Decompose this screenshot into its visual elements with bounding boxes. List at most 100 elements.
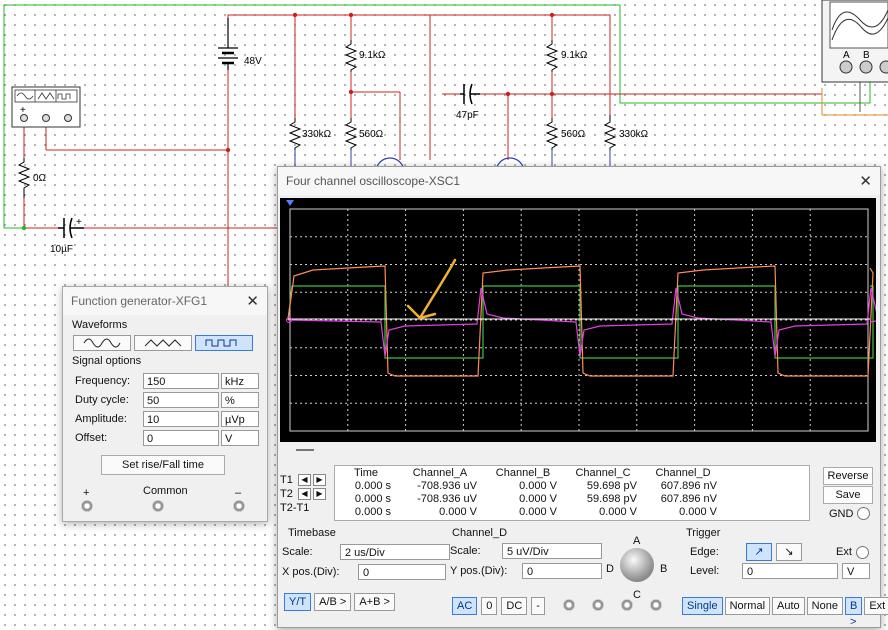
offset-field[interactable]: 0 bbox=[143, 430, 219, 446]
terminal-minus-jack[interactable] bbox=[233, 500, 245, 512]
knob-label-c: C bbox=[633, 589, 641, 601]
scope-a-label: A bbox=[843, 50, 850, 61]
oscilloscope-title: Four channel oscilloscope-XSC1 bbox=[286, 174, 461, 188]
function-generator-window[interactable]: Function generator-XFG1 ✕ Waveforms Sign… bbox=[62, 286, 268, 522]
trace-channel-c bbox=[287, 287, 876, 357]
battery-label: 48V bbox=[244, 56, 262, 67]
resistors bbox=[17, 40, 617, 198]
channel-selector-knob[interactable]: A B C D bbox=[598, 531, 676, 601]
junction-dots bbox=[225, 12, 555, 153]
signal-options-title: Signal options bbox=[72, 355, 142, 367]
col-channel-a: Channel_A bbox=[412, 466, 468, 479]
r-e1-label: 560Ω bbox=[359, 129, 384, 140]
c-in-label: 10µF bbox=[50, 244, 73, 255]
coupling-zero-button[interactable]: 0 bbox=[481, 597, 498, 615]
knob-label-d: D bbox=[606, 563, 614, 575]
trigger-b-button[interactable]: B > bbox=[844, 597, 863, 628]
mode-aplusb-button[interactable]: A+B > bbox=[354, 593, 395, 611]
trace-channel-b bbox=[287, 285, 874, 359]
reverse-button[interactable]: Reverse bbox=[823, 467, 873, 485]
t1-right-arrow-icon[interactable]: ▶ bbox=[313, 474, 326, 486]
amplitude-field[interactable]: 10 bbox=[143, 411, 219, 427]
channel-jack-2[interactable] bbox=[592, 599, 604, 611]
mode-ab-button[interactable]: A/B > bbox=[314, 593, 352, 611]
square-wave-button[interactable] bbox=[195, 335, 253, 351]
terminal-plus-jack[interactable] bbox=[81, 500, 93, 512]
trigger-normal-button[interactable]: Normal bbox=[724, 597, 771, 615]
function-generator-close-icon[interactable]: ✕ bbox=[246, 293, 259, 310]
t2-right-arrow-icon[interactable]: ▶ bbox=[313, 488, 326, 500]
channel-ypos-field[interactable]: 0 bbox=[522, 563, 602, 579]
channel-jack-1[interactable] bbox=[563, 599, 575, 611]
gnd-radio[interactable] bbox=[857, 507, 871, 520]
coupling-dc-button[interactable]: DC bbox=[501, 597, 528, 615]
amplitude-unit[interactable]: µVp bbox=[221, 411, 259, 427]
triangle-wave-icon bbox=[144, 339, 182, 347]
set-rise-fall-button[interactable]: Set rise/Fall time bbox=[101, 455, 225, 475]
mode-yt-button[interactable]: Y/T bbox=[284, 593, 312, 611]
trigger-single-button[interactable]: Single bbox=[682, 597, 723, 615]
timebase-xpos-label: X pos.(Div): bbox=[282, 566, 340, 578]
channel-jack-3[interactable] bbox=[621, 599, 633, 611]
timebase-panel: Timebase Scale: 2 us/Div X pos.(Div): 0 … bbox=[280, 527, 450, 623]
timebase-scale-label: Scale: bbox=[282, 546, 313, 558]
offset-row: Offset: 0 V bbox=[75, 430, 259, 446]
scope-grid bbox=[289, 208, 869, 432]
r-in-label: 0Ω bbox=[33, 173, 47, 184]
frequency-field[interactable]: 150 bbox=[143, 373, 219, 389]
trigger-auto-button[interactable]: Auto bbox=[772, 597, 805, 615]
wire-supply-top bbox=[227, 14, 611, 115]
r-top1-label: 9.1kΩ bbox=[359, 50, 386, 61]
save-button[interactable]: Save bbox=[823, 486, 873, 504]
frequency-unit[interactable]: kHz bbox=[221, 373, 259, 389]
r-bias2-label: 330kΩ bbox=[619, 129, 649, 140]
gnd-option[interactable]: GND bbox=[829, 507, 871, 520]
coupling-minus-button[interactable]: - bbox=[531, 597, 545, 615]
offset-unit[interactable]: V bbox=[221, 430, 259, 446]
annotation-arrow-icon bbox=[406, 258, 457, 320]
terminal-common-jack[interactable] bbox=[152, 500, 164, 512]
terminal-minus-label: – bbox=[235, 487, 242, 499]
timebase-xpos-field[interactable]: 0 bbox=[358, 564, 446, 580]
oscilloscope-close-icon[interactable]: ✕ bbox=[859, 173, 872, 190]
col-time: Time bbox=[353, 466, 379, 479]
oscilloscope-window[interactable]: Four channel oscilloscope-XSC1 ✕ T1◀▶ T2… bbox=[277, 166, 888, 628]
trigger-none-button[interactable]: None bbox=[806, 597, 843, 615]
t2-left-arrow-icon[interactable]: ◀ bbox=[298, 488, 311, 500]
oscilloscope-symbol bbox=[821, 0, 888, 83]
trigger-ext-radio[interactable] bbox=[855, 545, 869, 559]
oscilloscope-screen[interactable] bbox=[280, 198, 876, 442]
amplitude-row: Amplitude: 10 µVp bbox=[75, 411, 259, 427]
col-channel-d: Channel_D bbox=[655, 466, 711, 479]
wire-orange bbox=[821, 88, 888, 116]
trigger-panel: Trigger Edge: ↗ ↘ Ext Level: 0 V Single … bbox=[680, 527, 888, 628]
timebase-scale-field[interactable]: 2 us/Div bbox=[340, 544, 450, 560]
junction-green bbox=[21, 225, 27, 231]
function-generator-titlebar[interactable]: Function generator-XFG1 ✕ bbox=[63, 287, 267, 315]
sine-wave-icon bbox=[83, 338, 121, 348]
channel-scale-field[interactable]: 5 uV/Div bbox=[502, 543, 602, 559]
channel-jack-4[interactable] bbox=[650, 599, 662, 611]
capacitors bbox=[58, 83, 480, 239]
duty-cycle-unit[interactable]: % bbox=[221, 392, 259, 408]
readout-row-t1: T1◀▶ bbox=[280, 473, 334, 487]
sine-wave-button[interactable] bbox=[73, 335, 131, 351]
knob-dial-icon[interactable] bbox=[620, 548, 654, 582]
trigger-level-field[interactable]: 0 bbox=[742, 563, 838, 579]
trigger-level-unit[interactable]: V bbox=[842, 563, 870, 579]
screen-splitter[interactable] bbox=[280, 443, 876, 461]
t1-left-arrow-icon[interactable]: ◀ bbox=[298, 474, 311, 486]
duty-cycle-field[interactable]: 50 bbox=[143, 392, 219, 408]
coupling-ac-button[interactable]: AC bbox=[452, 597, 478, 615]
channel-panel: Channel_D Scale: 5 uV/Div Y pos.(Div): 0… bbox=[446, 527, 678, 623]
trigger-marker-icon[interactable] bbox=[286, 200, 294, 206]
trigger-ext-button[interactable]: Ext bbox=[864, 597, 888, 615]
edge-rising-icon[interactable]: ↗ bbox=[746, 543, 772, 561]
oscilloscope-titlebar[interactable]: Four channel oscilloscope-XSC1 ✕ bbox=[278, 167, 880, 195]
edge-falling-icon[interactable]: ↘ bbox=[776, 543, 802, 561]
scope-b-label: B bbox=[863, 50, 870, 61]
triangle-wave-button[interactable] bbox=[134, 335, 192, 351]
